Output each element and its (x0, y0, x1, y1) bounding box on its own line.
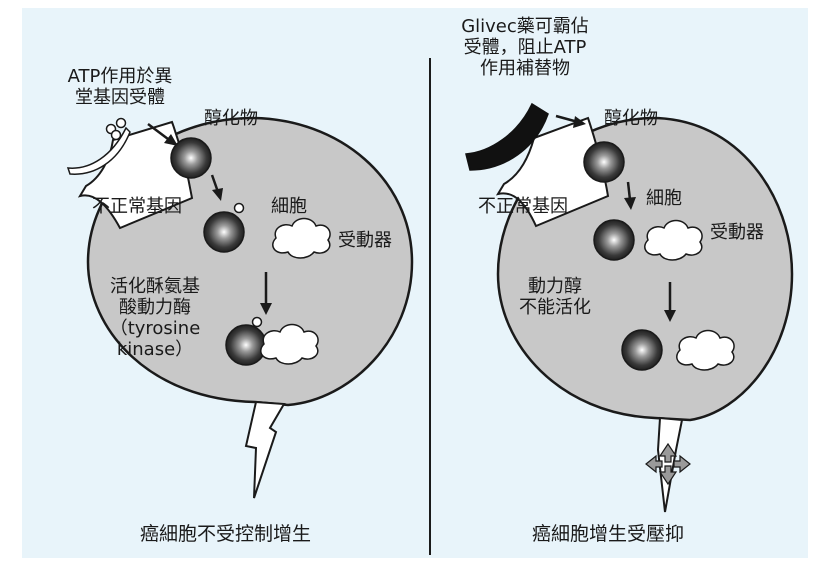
left-caption: 癌細胞不受控制增生 (140, 524, 311, 545)
left-atp-label: ATP作用於異 堂基因受體 (52, 66, 188, 108)
right-enzyme-sphere-2 (594, 220, 634, 260)
left-cell-label: 細胞 (271, 196, 307, 217)
right-caption: 癌細胞增生受壓抑 (532, 524, 684, 545)
right-abnormal-gene-label: 不正常基因 (478, 196, 568, 217)
right-glivec-label: Glivec藥可霸佔 受體，阻止ATP 作用補替物 (440, 16, 610, 79)
left-kinase-label: 活化酥氨基 酸動力酶 （tyrosine kinase） (90, 276, 220, 360)
left-enzyme-label: 醇化物 (204, 108, 258, 129)
left-enzyme-sphere-2 (204, 212, 244, 252)
left-effector-label: 受動器 (338, 230, 392, 251)
right-cell-label: 細胞 (646, 188, 682, 209)
right-cannot-activate-label: 動力醇 不能活化 (510, 276, 600, 318)
left-abnormal-gene-label: 不正常基因 (92, 196, 182, 217)
left-lightning-bolt (246, 402, 284, 498)
left-phosphate-dot-2 (253, 318, 262, 327)
right-enzyme-sphere-1 (584, 142, 624, 182)
right-enzyme-label: 醇化物 (604, 108, 658, 129)
left-enzyme-sphere-3 (226, 325, 266, 365)
left-atp-dot-c (112, 131, 121, 140)
left-atp-dot-b (117, 119, 126, 128)
left-enzyme-sphere-1 (171, 138, 211, 178)
left-phosphate-dot-1 (235, 204, 244, 213)
right-enzyme-sphere-3 (622, 330, 662, 370)
right-effector-label: 受動器 (710, 222, 764, 243)
